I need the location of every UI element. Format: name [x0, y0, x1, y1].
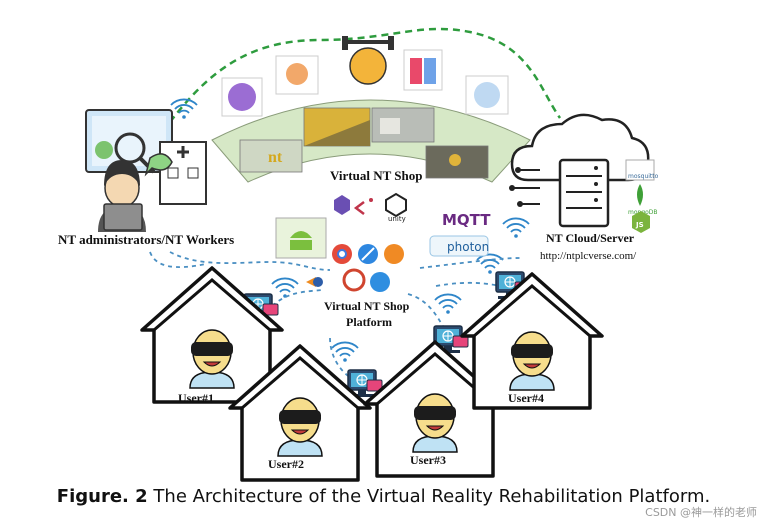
user3-label: User#3: [410, 453, 446, 467]
figure-caption: Figure. 2 The Architecture of the Virtua…: [0, 486, 767, 507]
wifi-icon: [434, 293, 462, 315]
wifi-icon: [331, 341, 359, 363]
caption-prefix: Figure. 2: [56, 486, 148, 507]
watermark: CSDN @神一样的老师: [645, 506, 757, 519]
nodejs-logo: JS: [635, 221, 644, 229]
shop-label: Virtual NT Shop: [330, 168, 422, 183]
user2-label: User#2: [268, 457, 304, 471]
wifi-icon: [170, 98, 198, 120]
photon-logo: photon: [447, 240, 489, 254]
user4-house: [460, 272, 604, 410]
admin-cloud-link: [169, 27, 562, 123]
platform-label-line1: Virtual NT Shop: [324, 299, 410, 313]
backend-logos: mosquitto mongoDB JS: [625, 159, 659, 233]
vr-user-icon: [277, 397, 323, 457]
platform-label-line2: Platform: [346, 315, 392, 329]
vr-user-icon: [509, 331, 555, 391]
caption-text: The Architecture of the Virtual Reality …: [147, 486, 711, 507]
cloud-label: NT Cloud/Server: [546, 231, 635, 245]
shop-screenshots: nt: [239, 107, 489, 179]
admin-workstation: [85, 109, 207, 232]
shop-sign: nt: [268, 149, 283, 166]
cloud-url: http://ntplcverse.com/: [540, 250, 637, 262]
therapy-icons: [221, 36, 509, 117]
wifi-icon: [502, 217, 530, 239]
vr-user-icon: [412, 393, 458, 453]
mqtt-logo: MQTT: [442, 211, 491, 229]
user4-label: User#4: [508, 391, 544, 405]
wifi-icon: [476, 253, 504, 275]
tech-logos: unity MQTT photon: [275, 192, 500, 292]
vr-user-icon: [189, 329, 235, 389]
mosquitto-logo: mosquitto: [628, 173, 659, 180]
wifi-icon: [271, 277, 299, 299]
user1-label: User#1: [178, 391, 214, 405]
admin-label: NT administrators/NT Workers: [58, 232, 234, 247]
unity-logo: unity: [388, 215, 406, 223]
